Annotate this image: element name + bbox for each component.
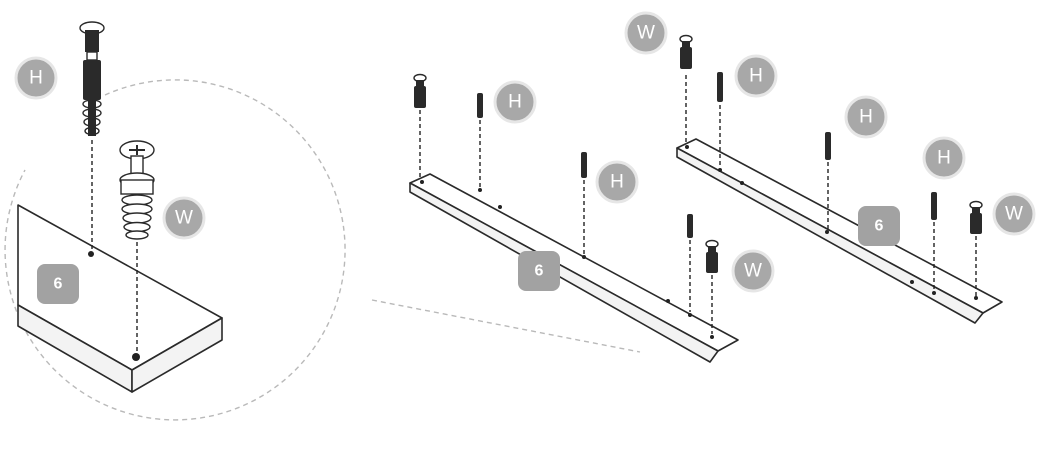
badge-h-label: H	[937, 148, 951, 169]
cam-screw-icon	[413, 73, 427, 108]
cam-screw-icon	[969, 200, 983, 234]
badge-h: H	[595, 160, 639, 204]
cam-screw-icon	[119, 140, 155, 240]
panel-number: 6	[37, 264, 79, 304]
badge-h-label: H	[859, 107, 873, 128]
badge-h: H	[844, 95, 888, 139]
panel-number-label: 6	[875, 218, 884, 235]
badge-h-label: H	[610, 172, 624, 193]
dowel-pin-icon	[581, 152, 587, 178]
dowel-pin-icon	[477, 93, 483, 118]
panel-number: 6	[518, 251, 560, 291]
badge-w-label: W	[1005, 204, 1023, 225]
badge-h: H	[734, 54, 778, 98]
badge-w-label: W	[175, 208, 193, 229]
badge-w: W	[624, 11, 668, 55]
zoom-connector	[371, 299, 641, 353]
dowel-pin-icon	[717, 72, 723, 102]
badge-w-label: W	[637, 23, 655, 44]
dowel-pin-icon	[931, 192, 937, 220]
dowel-pin-icon	[79, 21, 105, 136]
badge-h: H	[14, 56, 58, 100]
badge-h: H	[922, 136, 966, 180]
badge-w: W	[731, 249, 775, 293]
panel-number-label: 6	[54, 276, 63, 293]
badge-h-label: H	[29, 68, 43, 89]
cam-screw-icon	[705, 239, 719, 273]
cam-screw-icon	[679, 34, 693, 69]
zoom-detail: H W 6	[4, 21, 641, 421]
panel-number: 6	[858, 206, 900, 246]
badge-w-label: W	[744, 261, 762, 282]
badge-w: W	[162, 196, 206, 240]
panel-number-label: 6	[535, 263, 544, 280]
dowel-pin-icon	[687, 214, 693, 238]
badge-h-label: H	[508, 92, 522, 113]
middle-plank-assembly: H H W 6	[409, 73, 775, 363]
right-plank-assembly: W H H H W 6	[624, 11, 1036, 324]
badge-w: W	[992, 192, 1036, 236]
badge-h-label: H	[749, 66, 763, 87]
badge-h: H	[493, 80, 537, 124]
detail-plank	[17, 204, 223, 393]
dowel-pin-icon	[825, 132, 831, 160]
